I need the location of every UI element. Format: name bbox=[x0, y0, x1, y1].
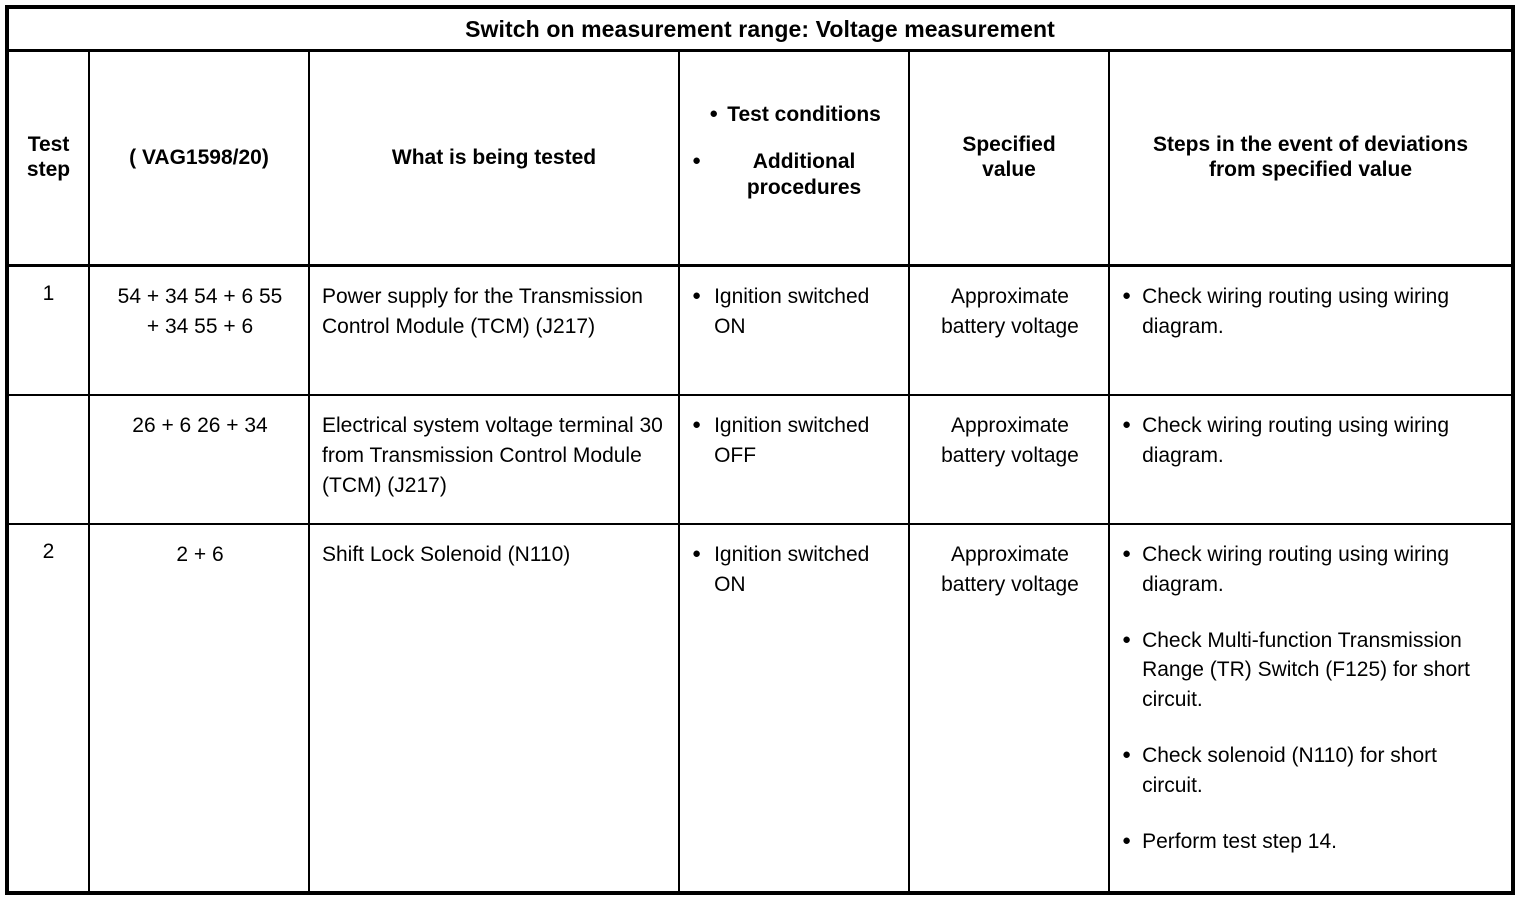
test-step-value: 2 bbox=[42, 540, 55, 563]
cell-test-step: 1 bbox=[9, 267, 90, 394]
header-cell-what-tested: What is being tested bbox=[310, 52, 680, 264]
bullet-icon: ● bbox=[692, 545, 702, 562]
cell-what-tested: Electrical system voltage terminal 30 fr… bbox=[310, 396, 680, 523]
cell-test-conditions: ● Ignition switched ON bbox=[680, 267, 910, 394]
cell-deviation-steps: ● Check wiring routing using wiring diag… bbox=[1110, 525, 1511, 891]
cell-deviation-steps: ● Check wiring routing using wiring diag… bbox=[1110, 267, 1511, 394]
header-cell-vag: ( VAG1598/20) bbox=[90, 52, 310, 264]
deviation-step-item: ● Check wiring routing using wiring diag… bbox=[1122, 282, 1503, 342]
specified-value-text: Approximate battery voltage bbox=[941, 285, 1079, 338]
test-condition-item: ● Ignition switched ON bbox=[692, 282, 900, 342]
header-cell-test-conditions: ● Test conditions ● Additional procedure… bbox=[680, 52, 910, 264]
deviation-step-item: ● Perform test step 14. bbox=[1122, 827, 1503, 857]
bullet-icon: ● bbox=[1122, 287, 1132, 304]
cell-vag-connectors: 26 + 6 26 + 34 bbox=[90, 396, 310, 523]
header-test-step-line1: Test bbox=[27, 133, 70, 157]
bullet-icon: ● bbox=[692, 416, 702, 433]
deviation-step-text: Check Multi-function Transmission Range … bbox=[1142, 628, 1470, 712]
cell-test-step bbox=[9, 396, 90, 523]
cell-test-conditions: ● Ignition switched OFF bbox=[680, 396, 910, 523]
deviation-step-text: Check wiring routing using wiring diagra… bbox=[1142, 414, 1450, 467]
test-condition-item: ● Ignition switched ON bbox=[692, 540, 900, 600]
header-steps-deviations-line2: from specified value bbox=[1208, 158, 1413, 181]
deviation-step-item: ● Check solenoid (N110) for short circui… bbox=[1122, 741, 1503, 801]
cell-what-tested: Shift Lock Solenoid (N110) bbox=[310, 525, 680, 891]
header-test-conditions-line2: conditions bbox=[774, 103, 881, 127]
cell-vag-connectors: 2 + 6 bbox=[90, 525, 310, 891]
header-vag-label: ( VAG1598/20) bbox=[129, 145, 269, 169]
deviation-step-text: Check wiring routing using wiring diagra… bbox=[1142, 285, 1450, 338]
header-cell-steps-deviations: Steps in the event of deviations from sp… bbox=[1110, 52, 1511, 264]
header-steps-deviations-line1: Steps in the event of deviations bbox=[1152, 133, 1469, 157]
header-cell-specified-value: Specified value bbox=[910, 52, 1110, 264]
bullet-icon: ● bbox=[1122, 545, 1132, 562]
cell-vag-connectors: 54 + 34 54 + 6 55 + 34 55 + 6 bbox=[90, 267, 310, 394]
cell-test-step: 2 bbox=[9, 525, 90, 891]
what-tested-value: Electrical system voltage terminal 30 fr… bbox=[322, 414, 663, 497]
header-specified-value-line1: Specified bbox=[962, 133, 1056, 157]
header-test-step-line2: step bbox=[26, 158, 71, 181]
vag-connectors-line2: + 34 55 + 6 bbox=[146, 314, 254, 338]
header-cell-test-step: Test step bbox=[9, 52, 90, 264]
test-condition-text: Ignition switched ON bbox=[714, 285, 870, 338]
table-row: 1 54 + 34 54 + 6 55 + 34 55 + 6 Power su… bbox=[9, 267, 1511, 396]
test-table: Switch on measurement range: Voltage mea… bbox=[5, 5, 1515, 895]
cell-what-tested: Power supply for the Transmission Contro… bbox=[310, 267, 680, 394]
deviation-step-item: ● Check Multi-function Transmission Rang… bbox=[1122, 626, 1503, 715]
vag-connectors-line1: 26 + 6 26 + 34 bbox=[132, 414, 268, 437]
header-what-tested-label: What is being tested bbox=[391, 145, 597, 169]
deviation-step-item: ● Check wiring routing using wiring diag… bbox=[1122, 411, 1503, 471]
what-tested-value: Shift Lock Solenoid (N110) bbox=[322, 543, 571, 566]
bullet-icon: ● bbox=[692, 287, 702, 304]
cell-test-conditions: ● Ignition switched ON bbox=[680, 525, 910, 891]
what-tested-value: Power supply for the Transmission Contro… bbox=[322, 285, 643, 338]
cell-deviation-steps: ● Check wiring routing using wiring diag… bbox=[1110, 396, 1511, 523]
deviation-step-item: ● Check wiring routing using wiring diag… bbox=[1122, 540, 1503, 600]
bullet-icon: ● bbox=[1122, 416, 1132, 433]
table-title: Switch on measurement range: Voltage mea… bbox=[465, 15, 1055, 42]
bullet-icon: ● bbox=[1122, 831, 1132, 849]
bullet-icon: ● bbox=[709, 105, 719, 123]
table-grid: Test step ( VAG1598/20) What is being te… bbox=[9, 52, 1511, 891]
test-condition-item: ● Ignition switched OFF bbox=[692, 411, 900, 471]
specified-value-text: Approximate battery voltage bbox=[941, 414, 1079, 467]
cell-specified-value: Approximate battery voltage bbox=[910, 396, 1110, 523]
bullet-icon: ● bbox=[1122, 630, 1132, 648]
header-additional-procedures-line2: procedures bbox=[746, 175, 862, 199]
header-specified-value-line2: value bbox=[982, 158, 1036, 181]
table-title-row: Switch on measurement range: Voltage mea… bbox=[9, 9, 1511, 52]
header-additional-procedures-item: ● Additional procedures bbox=[692, 149, 898, 199]
table-row: 26 + 6 26 + 34 Electrical system voltage… bbox=[9, 396, 1511, 525]
header-additional-procedures-line1: Additional bbox=[752, 150, 856, 174]
table-row: 2 2 + 6 Shift Lock Solenoid (N110) ● Ign… bbox=[9, 525, 1511, 891]
test-condition-text: Ignition switched ON bbox=[714, 543, 870, 596]
test-step-value: 1 bbox=[42, 282, 55, 305]
deviation-step-text: Check solenoid (N110) for short circuit. bbox=[1142, 744, 1437, 797]
vag-connectors-line1: 2 + 6 bbox=[176, 543, 224, 566]
cell-specified-value: Approximate battery voltage bbox=[910, 525, 1110, 891]
deviation-step-text: Check wiring routing using wiring diagra… bbox=[1142, 543, 1450, 596]
bullet-icon: ● bbox=[692, 152, 702, 170]
test-step-value bbox=[9, 396, 88, 411]
bullet-icon: ● bbox=[1122, 746, 1132, 764]
header-test-conditions-line1: Test bbox=[727, 103, 769, 127]
table-header-row: Test step ( VAG1598/20) What is being te… bbox=[9, 52, 1511, 267]
header-test-conditions-item: ● Test conditions bbox=[692, 102, 898, 127]
cell-specified-value: Approximate battery voltage bbox=[910, 267, 1110, 394]
deviation-step-text: Perform test step 14. bbox=[1142, 829, 1337, 853]
test-condition-text: Ignition switched OFF bbox=[714, 414, 870, 467]
vag-connectors-line1: 54 + 34 54 + 6 55 bbox=[117, 285, 283, 308]
specified-value-text: Approximate battery voltage bbox=[941, 543, 1079, 596]
